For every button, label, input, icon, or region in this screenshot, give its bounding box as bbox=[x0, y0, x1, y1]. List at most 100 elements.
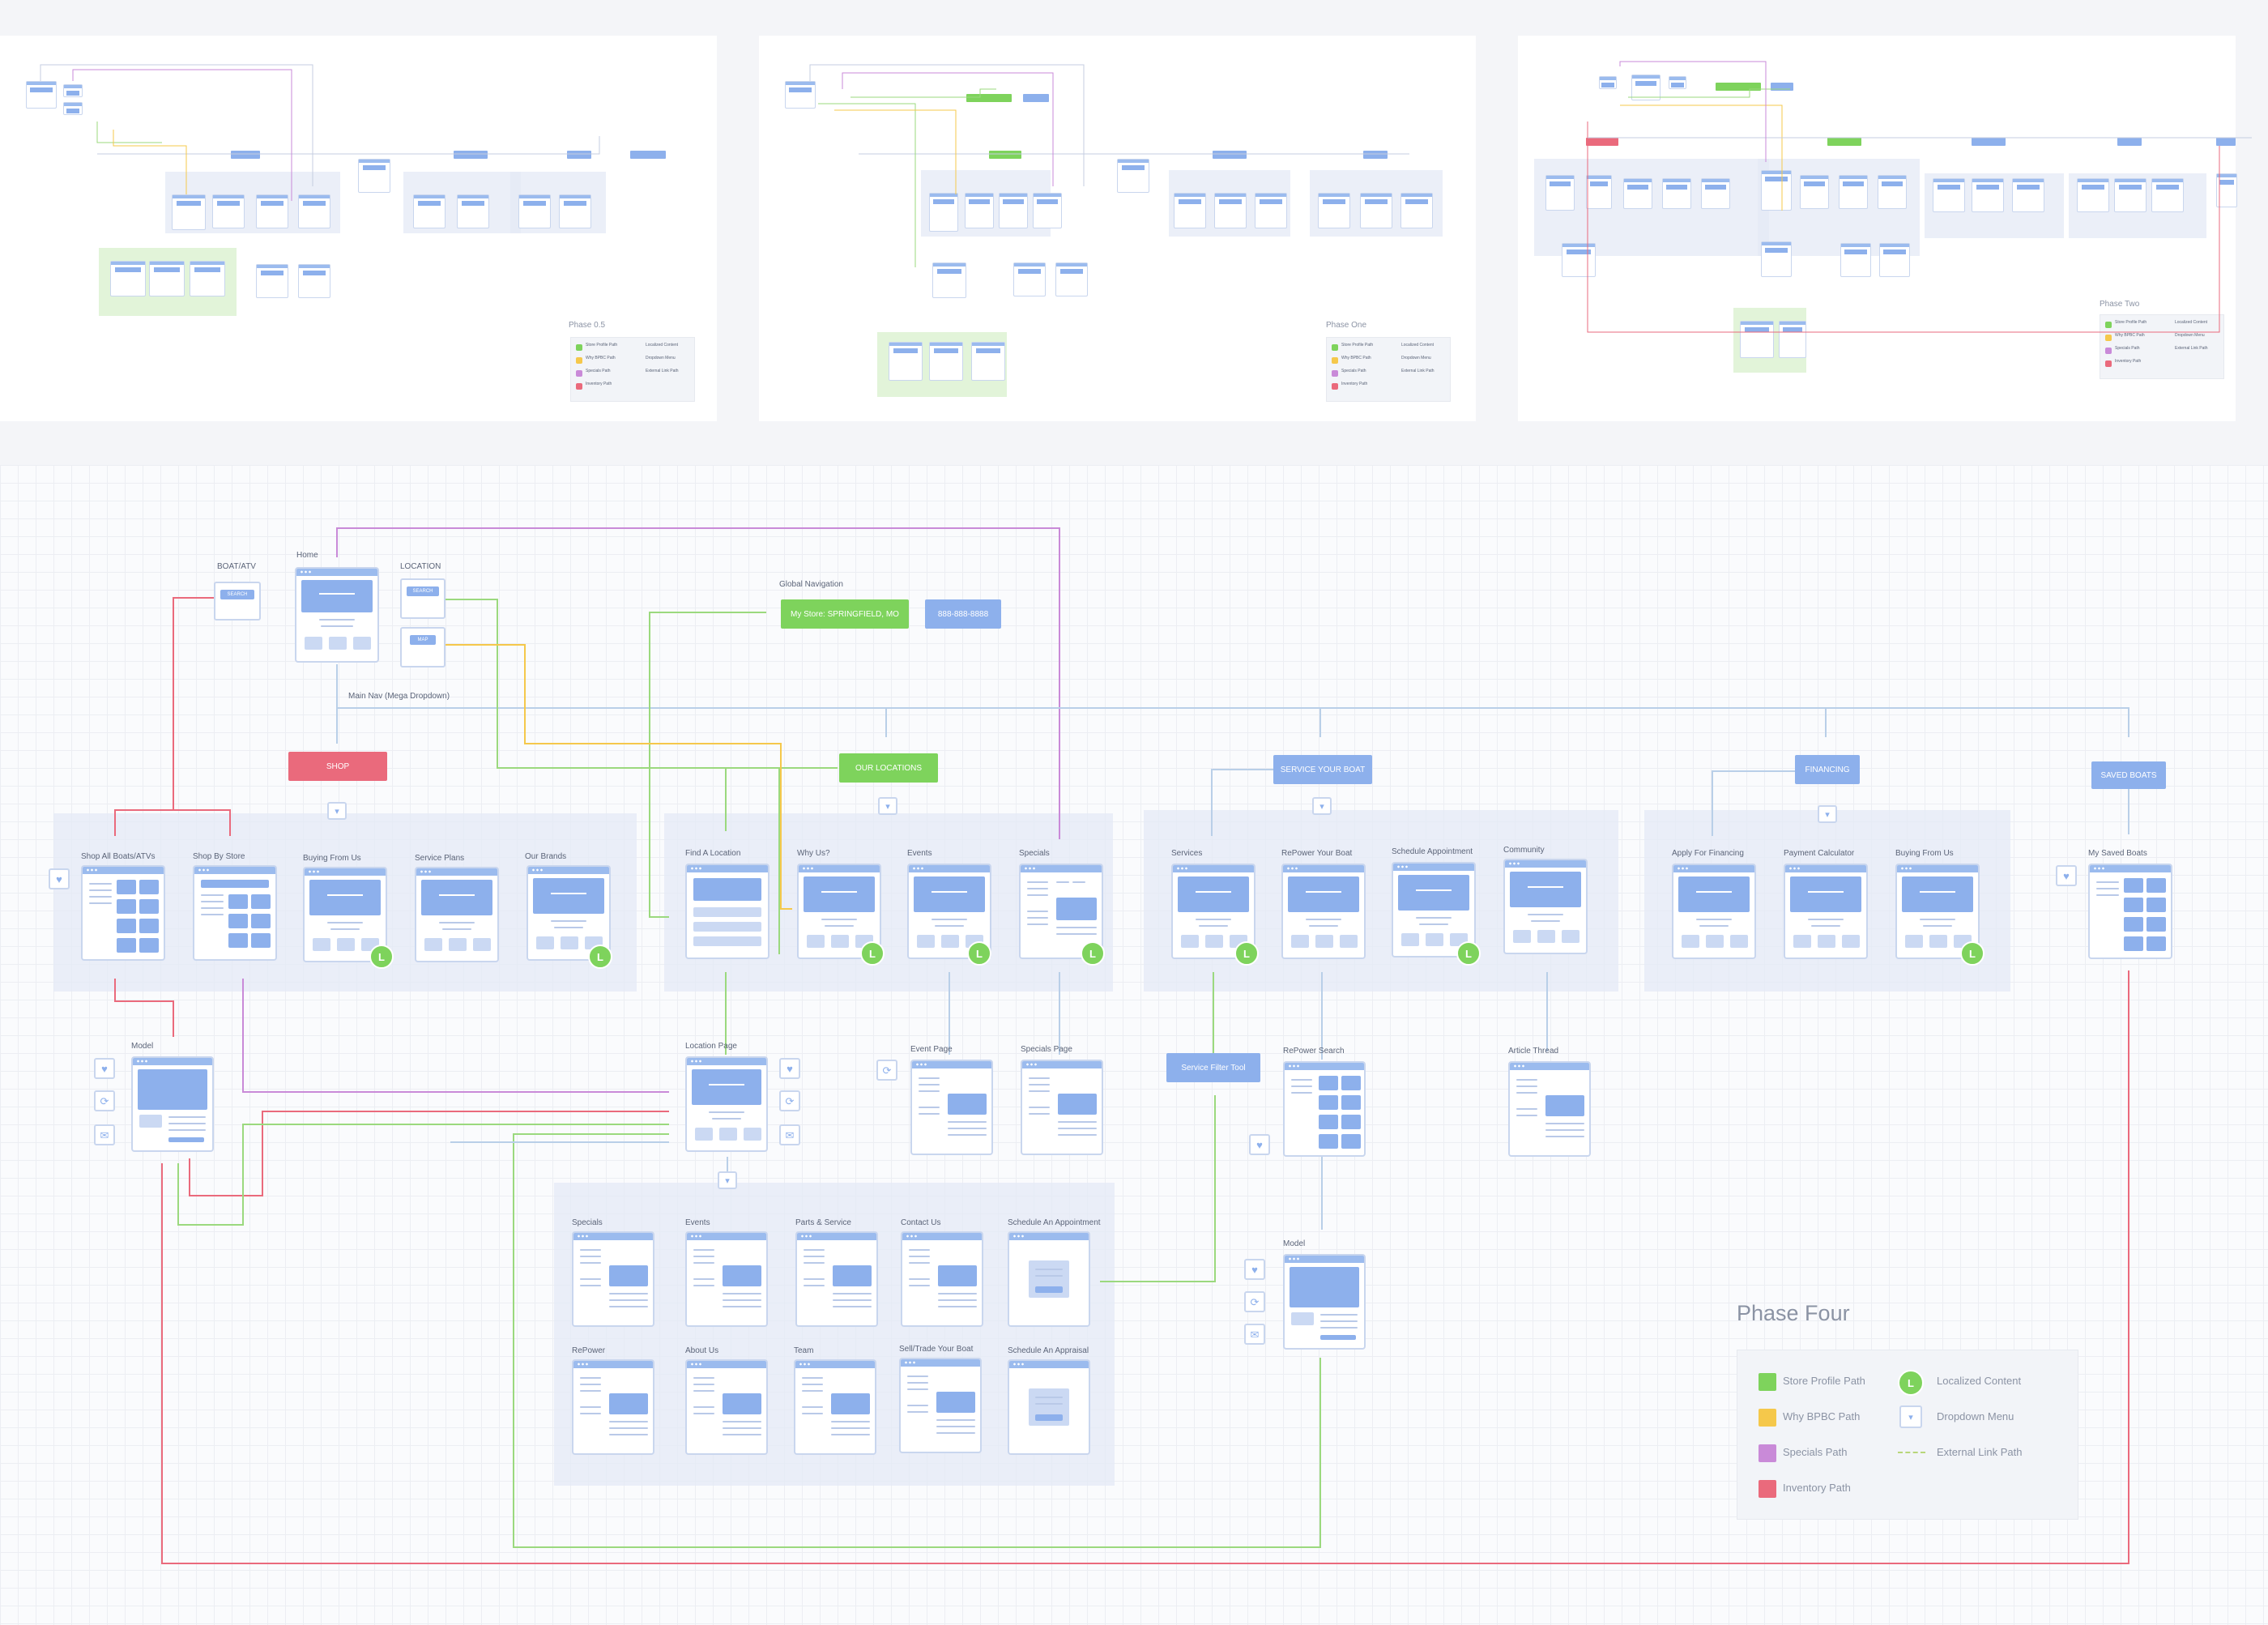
repower-your-boat-screen[interactable] bbox=[1281, 864, 1366, 959]
dropdown-sell-trade-screen[interactable] bbox=[899, 1358, 982, 1453]
heart-icon[interactable]: ♥ bbox=[779, 1058, 800, 1079]
page-label: Service Plans bbox=[415, 854, 465, 863]
localized-badge: L bbox=[1960, 941, 1985, 966]
mail-icon[interactable]: ✉ bbox=[779, 1124, 800, 1145]
page-label: Payment Calculator bbox=[1784, 849, 1855, 858]
page-label: Schedule An Appointment bbox=[1008, 1218, 1101, 1227]
model-repower-screen[interactable] bbox=[1283, 1254, 1366, 1350]
localized-badge: L bbox=[588, 945, 612, 969]
page-label: About Us bbox=[685, 1346, 719, 1355]
page-label: RePower bbox=[572, 1346, 606, 1355]
mail-icon[interactable]: ✉ bbox=[94, 1124, 115, 1145]
dropdown-menu-icon: ▾ bbox=[1899, 1405, 1922, 1428]
article-thread-screen[interactable] bbox=[1508, 1061, 1591, 1157]
home-page-screen[interactable] bbox=[295, 567, 379, 663]
model-screen[interactable] bbox=[131, 1056, 214, 1152]
location-page-dropdown-icon[interactable]: ▾ bbox=[718, 1171, 737, 1189]
main-nav-label: Main Nav (Mega Dropdown) bbox=[348, 692, 450, 701]
legend-localized: Localized Content bbox=[1937, 1375, 2022, 1387]
find-location-screen[interactable] bbox=[685, 864, 770, 959]
legend-specials-path: Specials Path bbox=[1783, 1446, 1848, 1458]
page-label: Events bbox=[685, 1218, 710, 1227]
page-label: Specials bbox=[572, 1218, 603, 1227]
dropdown-specials-screen[interactable] bbox=[572, 1231, 654, 1327]
our-brands-screen[interactable] bbox=[526, 865, 611, 961]
phase-one-title: Phase One bbox=[1326, 321, 1367, 330]
shop-by-store-screen[interactable] bbox=[193, 865, 277, 961]
events-screen[interactable] bbox=[907, 864, 991, 959]
schedule-appointment-screen[interactable] bbox=[1392, 862, 1476, 958]
dropdown-parts-service-screen[interactable] bbox=[795, 1231, 878, 1327]
location-search-widget[interactable]: SEARCH bbox=[400, 578, 446, 619]
dropdown-schedule-screen[interactable] bbox=[1008, 1231, 1090, 1327]
heart-icon[interactable]: ♥ bbox=[94, 1058, 115, 1079]
shop-all-screen[interactable] bbox=[81, 865, 165, 961]
mail-icon[interactable]: ✉ bbox=[1244, 1324, 1265, 1345]
store-path-swatch bbox=[1759, 1373, 1776, 1391]
heart-icon[interactable]: ♥ bbox=[1244, 1259, 1265, 1280]
apply-financing-screen[interactable] bbox=[1672, 864, 1756, 959]
service-dropdown-icon[interactable]: ▾ bbox=[1312, 797, 1332, 815]
share-icon[interactable]: ⟳ bbox=[779, 1090, 800, 1111]
page-label: Location Page bbox=[685, 1042, 737, 1051]
specials-page-screen[interactable] bbox=[1021, 1060, 1103, 1155]
dropdown-events-screen[interactable] bbox=[685, 1231, 768, 1327]
nav-saved-boats[interactable]: SAVED BOATS bbox=[2091, 761, 2166, 789]
community-screen[interactable] bbox=[1503, 859, 1588, 954]
inventory-path-swatch bbox=[1759, 1480, 1776, 1498]
share-icon[interactable]: ⟳ bbox=[94, 1090, 115, 1111]
heart-icon[interactable]: ♥ bbox=[49, 868, 70, 889]
dropdown-appraisal-screen[interactable] bbox=[1008, 1359, 1090, 1455]
buying-from-us-screen[interactable] bbox=[303, 867, 387, 962]
page-label: Buying From Us bbox=[1895, 849, 1954, 858]
page-label: RePower Your Boat bbox=[1281, 849, 1353, 858]
service-plans-screen[interactable] bbox=[415, 867, 499, 962]
service-filter-tool[interactable]: Service Filter Tool bbox=[1166, 1053, 1260, 1082]
phase-four-title: Phase Four bbox=[1737, 1301, 1850, 1325]
heart-icon[interactable]: ♥ bbox=[2056, 865, 2077, 886]
external-link-icon bbox=[1898, 1452, 1925, 1453]
location-map-widget[interactable]: MAP bbox=[400, 627, 446, 667]
thumbnail-connectors bbox=[40, 61, 2252, 333]
financing-dropdown-icon[interactable]: ▾ bbox=[1818, 805, 1837, 823]
my-saved-boats-screen[interactable] bbox=[2088, 864, 2172, 959]
nav-service-your-boat[interactable]: SERVICE YOUR BOAT bbox=[1273, 755, 1372, 784]
page-label: Sell/Trade Your Boat bbox=[899, 1345, 974, 1354]
nav-financing[interactable]: FINANCING bbox=[1795, 755, 1860, 784]
payment-calculator-screen[interactable] bbox=[1784, 864, 1868, 959]
event-page-screen[interactable] bbox=[910, 1060, 993, 1155]
shop-dropdown-icon[interactable]: ▾ bbox=[327, 802, 347, 820]
phone-button[interactable]: 888-888-8888 bbox=[925, 599, 1001, 629]
boat-atv-label: BOAT/ATV bbox=[217, 562, 256, 571]
nav-shop[interactable]: SHOP bbox=[288, 752, 387, 781]
page-label: Our Brands bbox=[525, 852, 567, 861]
dropdown-contact-screen[interactable] bbox=[901, 1231, 983, 1327]
heart-icon[interactable]: ♥ bbox=[1249, 1134, 1270, 1155]
location-label: LOCATION bbox=[400, 562, 441, 571]
nav-our-locations[interactable]: OUR LOCATIONS bbox=[839, 753, 938, 783]
why-path-swatch bbox=[1759, 1409, 1776, 1427]
location-page-screen[interactable] bbox=[685, 1056, 768, 1152]
specials-path-swatch bbox=[1759, 1444, 1776, 1462]
page-label: My Saved Boats bbox=[2088, 849, 2147, 858]
page-label: Schedule An Appraisal bbox=[1008, 1346, 1089, 1355]
share-icon[interactable]: ⟳ bbox=[1244, 1291, 1265, 1312]
share-icon[interactable]: ⟳ bbox=[876, 1060, 897, 1081]
localized-badge: L bbox=[1456, 941, 1481, 966]
page-label: RePower Search bbox=[1283, 1047, 1345, 1056]
legend-inventory-path: Inventory Path bbox=[1783, 1482, 1851, 1494]
dropdown-repower-screen[interactable] bbox=[572, 1359, 654, 1455]
my-store-button[interactable]: My Store: SPRINGFIELD, MO bbox=[781, 599, 909, 629]
localized-badge: L bbox=[369, 945, 394, 969]
page-label: Model bbox=[131, 1042, 154, 1051]
dropdown-team-screen[interactable] bbox=[794, 1359, 876, 1455]
page-label: Parts & Service bbox=[795, 1218, 851, 1227]
phase-05-title: Phase 0.5 bbox=[569, 321, 606, 330]
page-label: Services bbox=[1171, 849, 1203, 858]
page-label: Event Page bbox=[910, 1045, 953, 1054]
dropdown-about-screen[interactable] bbox=[685, 1359, 768, 1455]
locations-dropdown-icon[interactable]: ▾ bbox=[878, 797, 897, 815]
repower-search-screen[interactable] bbox=[1283, 1061, 1366, 1157]
boat-atv-search-widget[interactable]: SEARCH bbox=[214, 582, 261, 621]
